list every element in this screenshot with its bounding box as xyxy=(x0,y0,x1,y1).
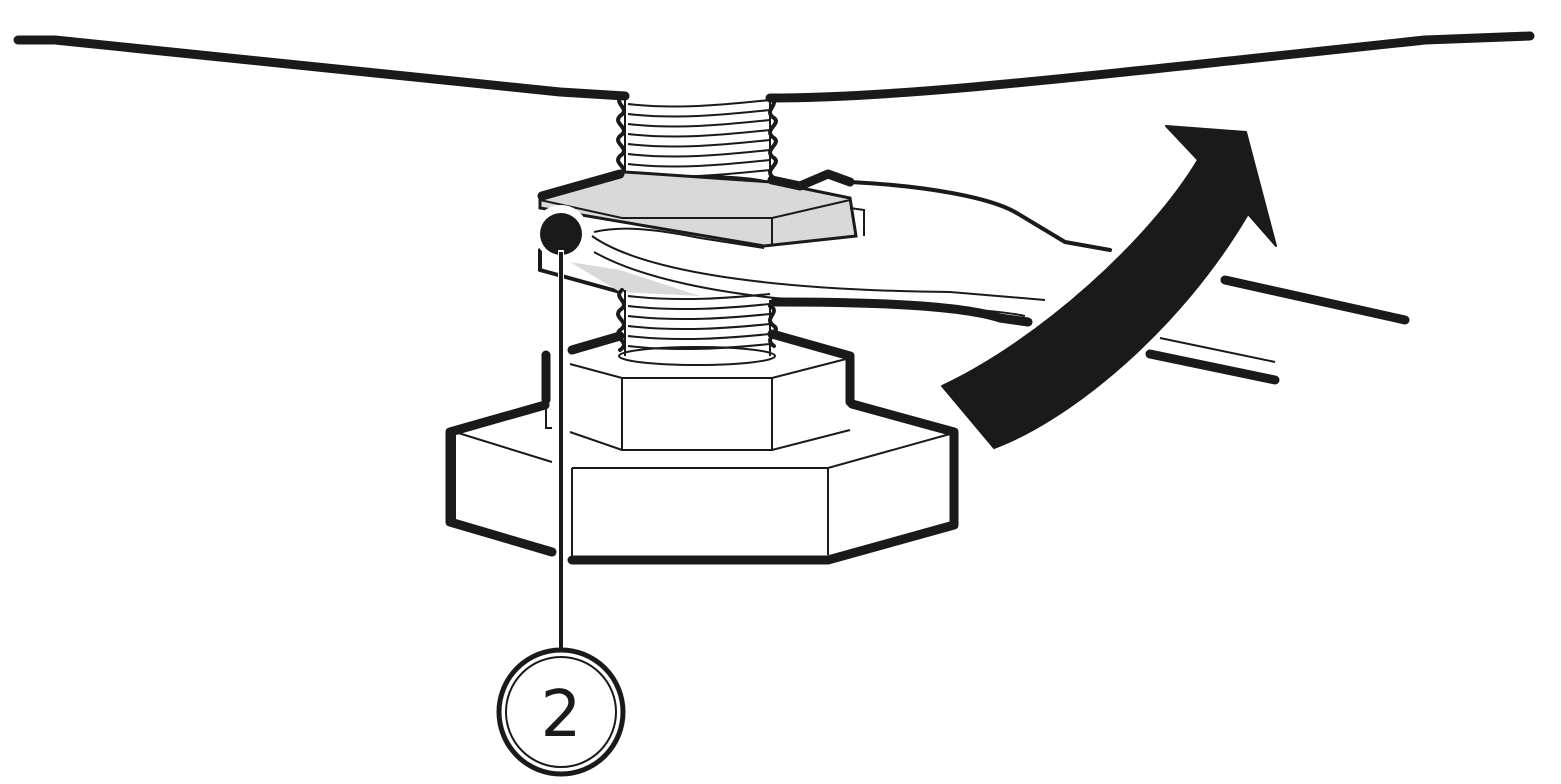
callout-badge: 2 xyxy=(496,647,626,777)
callout-pointer xyxy=(534,205,588,650)
lock-nut xyxy=(537,169,865,296)
callout-number: 2 xyxy=(541,678,582,752)
appliance-underside xyxy=(13,31,1535,103)
lower-thread-lines xyxy=(627,293,771,351)
upper-thread-lines xyxy=(627,99,771,178)
wrench xyxy=(591,180,1410,385)
lower-threaded-stud xyxy=(616,288,778,366)
small-hex-nut xyxy=(541,329,855,451)
curved-arrow-icon xyxy=(941,125,1277,449)
foot-hex-base xyxy=(445,399,959,565)
